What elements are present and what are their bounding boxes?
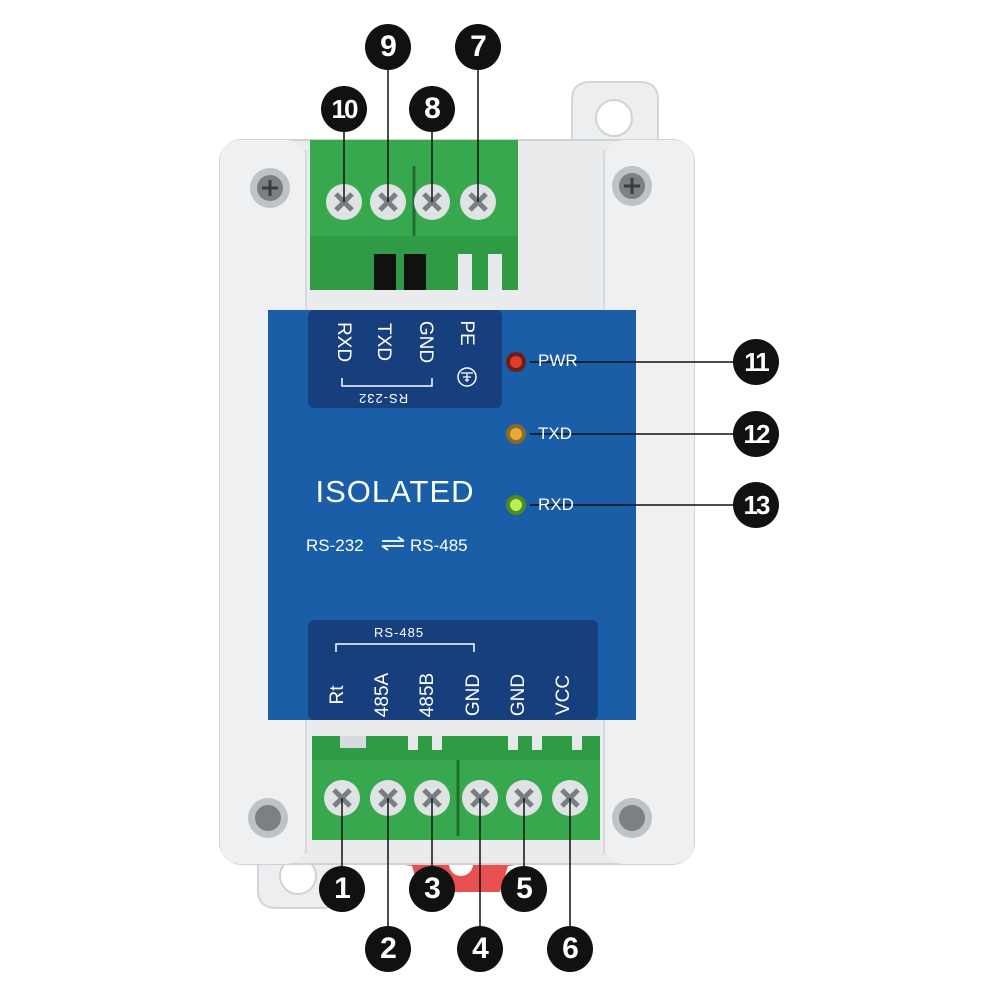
callout-13: 13	[733, 482, 779, 528]
pin-label-gnd-2: GND	[508, 673, 529, 717]
subtitle-rs485: RS-485	[410, 536, 468, 555]
device-title: ISOLATED	[315, 474, 475, 509]
callout-9: 9	[365, 24, 411, 70]
pin-label-rt: Rt	[327, 685, 348, 705]
callout-1: 1	[319, 866, 365, 912]
led-txd	[506, 424, 526, 444]
bottom-terminal-block	[312, 736, 600, 840]
callout-7: 7	[455, 24, 501, 70]
corner-screw	[250, 168, 290, 208]
callout-4: 4	[457, 926, 503, 972]
led-label-pwr: PWR	[538, 351, 578, 370]
corner-screw	[612, 798, 652, 838]
callout-2: 2	[365, 926, 411, 972]
callout-5: 5	[501, 866, 547, 912]
callout-12: 12	[733, 411, 779, 457]
subtitle-rs232: RS-232	[306, 536, 364, 555]
callout-11: 11	[733, 339, 779, 385]
pin-label-485a: 485A	[372, 672, 393, 718]
led-label-rxd: RXD	[538, 495, 574, 514]
mounting-ear-top	[571, 81, 659, 151]
callout-6: 6	[547, 926, 593, 972]
led-label-txd: TXD	[538, 424, 572, 443]
rs485-group-label: RS-485	[374, 625, 425, 640]
corner-screw	[248, 798, 288, 838]
pin-label-rxd: RXD	[333, 321, 354, 363]
pin-label-gnd: GND	[415, 320, 436, 364]
pin-label-pe: PE	[456, 320, 477, 346]
callout-10: 10	[321, 86, 367, 132]
led-rxd	[506, 495, 526, 515]
pin-label-vcc: VCC	[553, 674, 574, 716]
pin-label-txd: TXD	[373, 323, 394, 361]
pin-label-485b: 485B	[417, 672, 438, 718]
pin-label-gnd-1: GND	[463, 673, 484, 717]
corner-screw	[612, 166, 652, 206]
leader-lines	[341, 68, 734, 930]
callout-3: 3	[409, 866, 455, 912]
rs232-group-label: RS-232	[358, 391, 409, 406]
callout-8: 8	[409, 86, 455, 132]
led-pwr	[506, 352, 526, 372]
